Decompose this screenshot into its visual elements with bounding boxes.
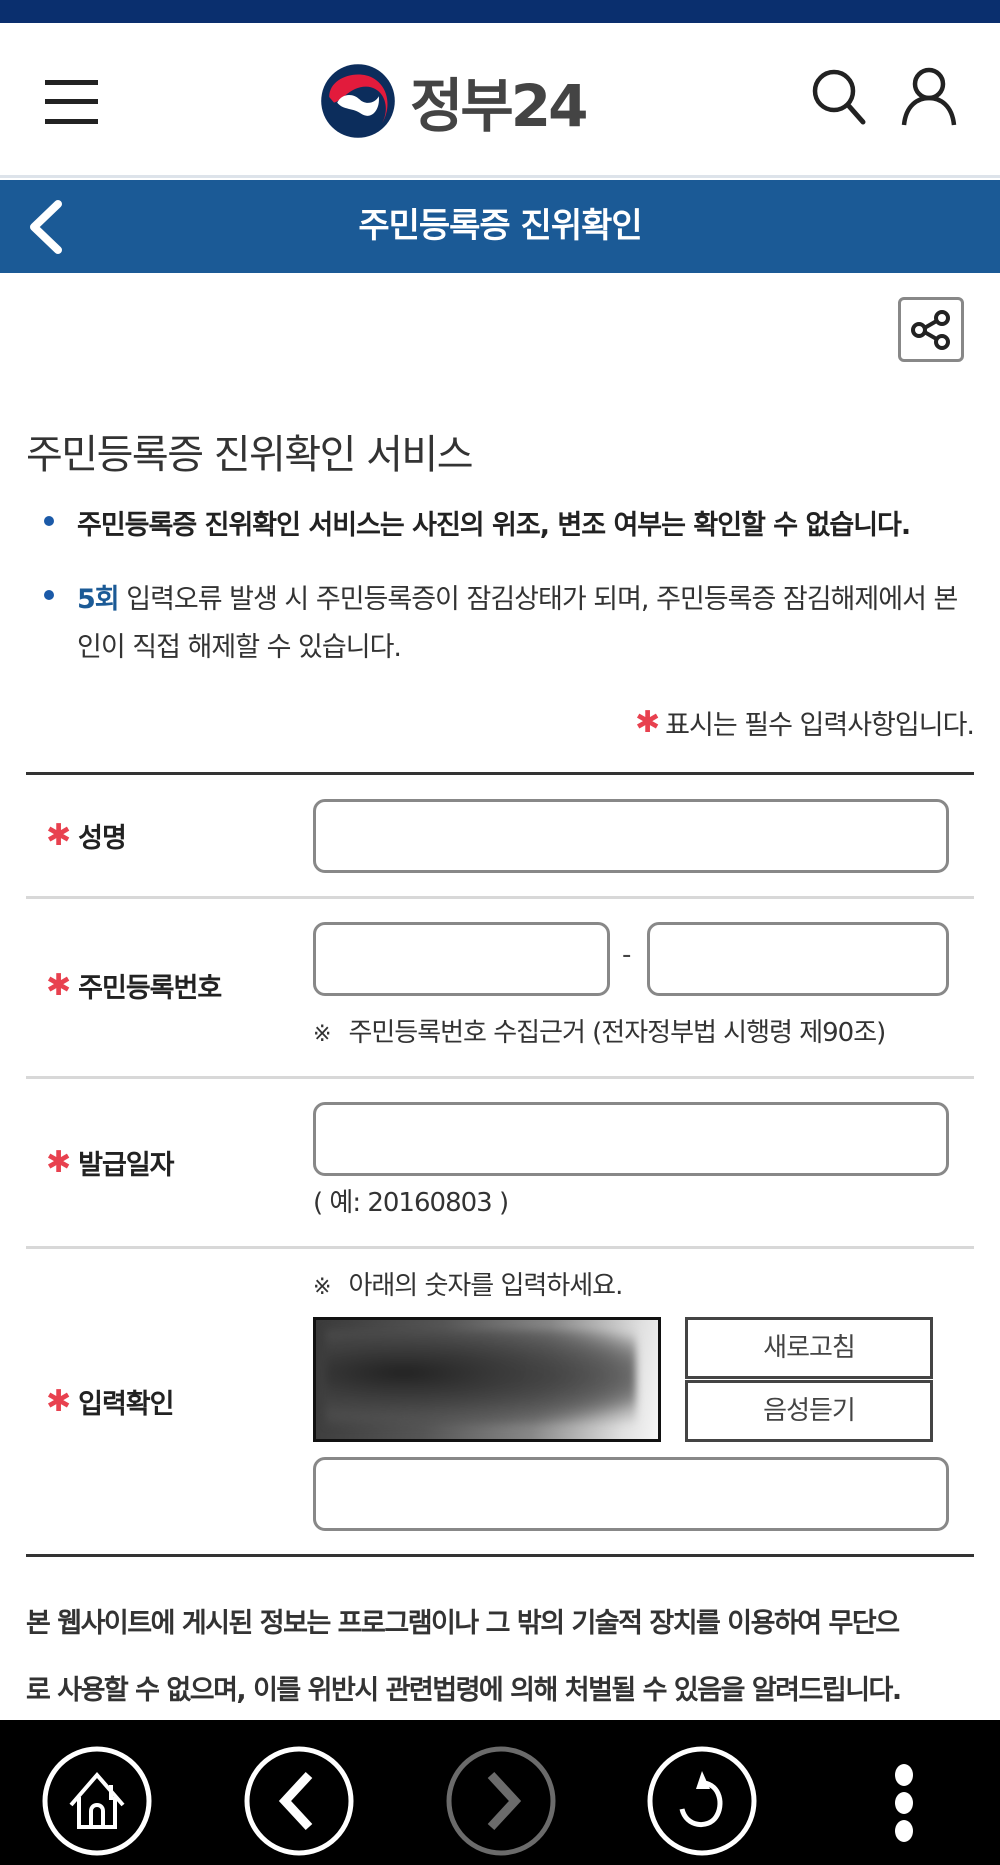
reference-mark-icon: ※ <box>313 1022 331 1047</box>
notice-bullet: 주민등록증 진위확인 서비스는 사진의 위조, 변조 여부는 확인할 수 없습니… <box>44 502 974 550</box>
home-icon[interactable] <box>41 1745 153 1857</box>
form-bottom-divider <box>26 1554 974 1557</box>
captcha-audio-button[interactable]: 음성듣기 <box>685 1380 933 1442</box>
share-icon <box>911 309 950 350</box>
page-title-bar: 주민등록증 진위확인 <box>0 180 1000 273</box>
rrn-label: ✱ 주민등록번호 <box>46 968 222 1004</box>
rrn-collection-note: ※주민등록번호 수집근거 (전자정부법 시행령 제90조) <box>313 1018 886 1048</box>
copyright-notice-line1: 본 웹사이트에 게시된 정보는 프로그램이나 그 밖의 기술적 장치를 이용하여… <box>26 1608 900 1639</box>
issue-date-hint: ( 예: 20160803 ) <box>313 1188 509 1218</box>
refresh-icon[interactable] <box>646 1745 758 1857</box>
row-divider <box>26 1246 974 1249</box>
rrn-front-input[interactable] <box>313 922 610 996</box>
required-asterisk-icon: ✱ <box>46 1145 71 1180</box>
required-asterisk-icon: ✱ <box>635 705 660 740</box>
required-asterisk-icon: ✱ <box>46 968 71 1003</box>
row-divider <box>26 1076 974 1079</box>
user-icon[interactable] <box>898 65 960 127</box>
share-button[interactable] <box>898 297 964 362</box>
captcha-input[interactable] <box>313 1457 949 1531</box>
required-note: ✱ 표시는 필수 입력사항입니다. <box>635 705 975 741</box>
bullet-dot-icon <box>44 516 54 526</box>
copyright-notice-line2: 로 사용할 수 없으며, 이를 위반시 관련법령에 의해 처벌될 수 있음을 알… <box>26 1675 902 1706</box>
required-asterisk-icon: ✱ <box>46 1384 71 1419</box>
taegeuk-emblem-icon <box>321 64 395 138</box>
name-input[interactable] <box>313 799 949 873</box>
required-asterisk-icon: ✱ <box>46 818 71 853</box>
chevron-left-icon[interactable] <box>22 198 72 256</box>
back-icon[interactable] <box>243 1745 355 1857</box>
form-top-divider <box>26 772 974 775</box>
site-logo[interactable]: 정부24 <box>318 61 588 141</box>
logo-text: 정부24 <box>410 72 588 140</box>
service-heading: 주민등록증 진위확인 서비스 <box>26 432 474 478</box>
status-strip <box>0 0 1000 23</box>
captcha-refresh-button[interactable]: 새로고침 <box>685 1317 933 1379</box>
notice-bullet: 5회 입력오류 발생 시 주민등록증이 잠김상태가 되며, 주민등록증 잠김해제… <box>44 576 974 672</box>
site-header: 정부24 <box>0 23 1000 178</box>
issue-date-label: ✱ 발급일자 <box>46 1145 175 1181</box>
bullet-dot-icon <box>44 590 54 600</box>
page-title: 주민등록증 진위확인 <box>358 206 642 246</box>
captcha-image <box>313 1317 661 1442</box>
forward-icon[interactable] <box>445 1745 557 1857</box>
captcha-note: ※아래의 숫자를 입력하세요. <box>313 1271 623 1301</box>
row-divider <box>26 896 974 899</box>
more-vertical-icon[interactable] <box>848 1745 960 1857</box>
rrn-back-input[interactable] <box>647 922 949 996</box>
rrn-separator: - <box>622 940 632 970</box>
reference-mark-icon: ※ <box>313 1275 331 1300</box>
error-count-highlight: 5회 <box>77 584 120 615</box>
issue-date-input[interactable] <box>313 1102 949 1176</box>
name-label: ✱ 성명 <box>46 818 127 854</box>
captcha-label: ✱ 입력확인 <box>46 1384 175 1420</box>
hamburger-menu-icon[interactable] <box>45 80 98 124</box>
search-icon[interactable] <box>808 65 870 127</box>
browser-bottom-nav <box>0 1720 1000 1865</box>
